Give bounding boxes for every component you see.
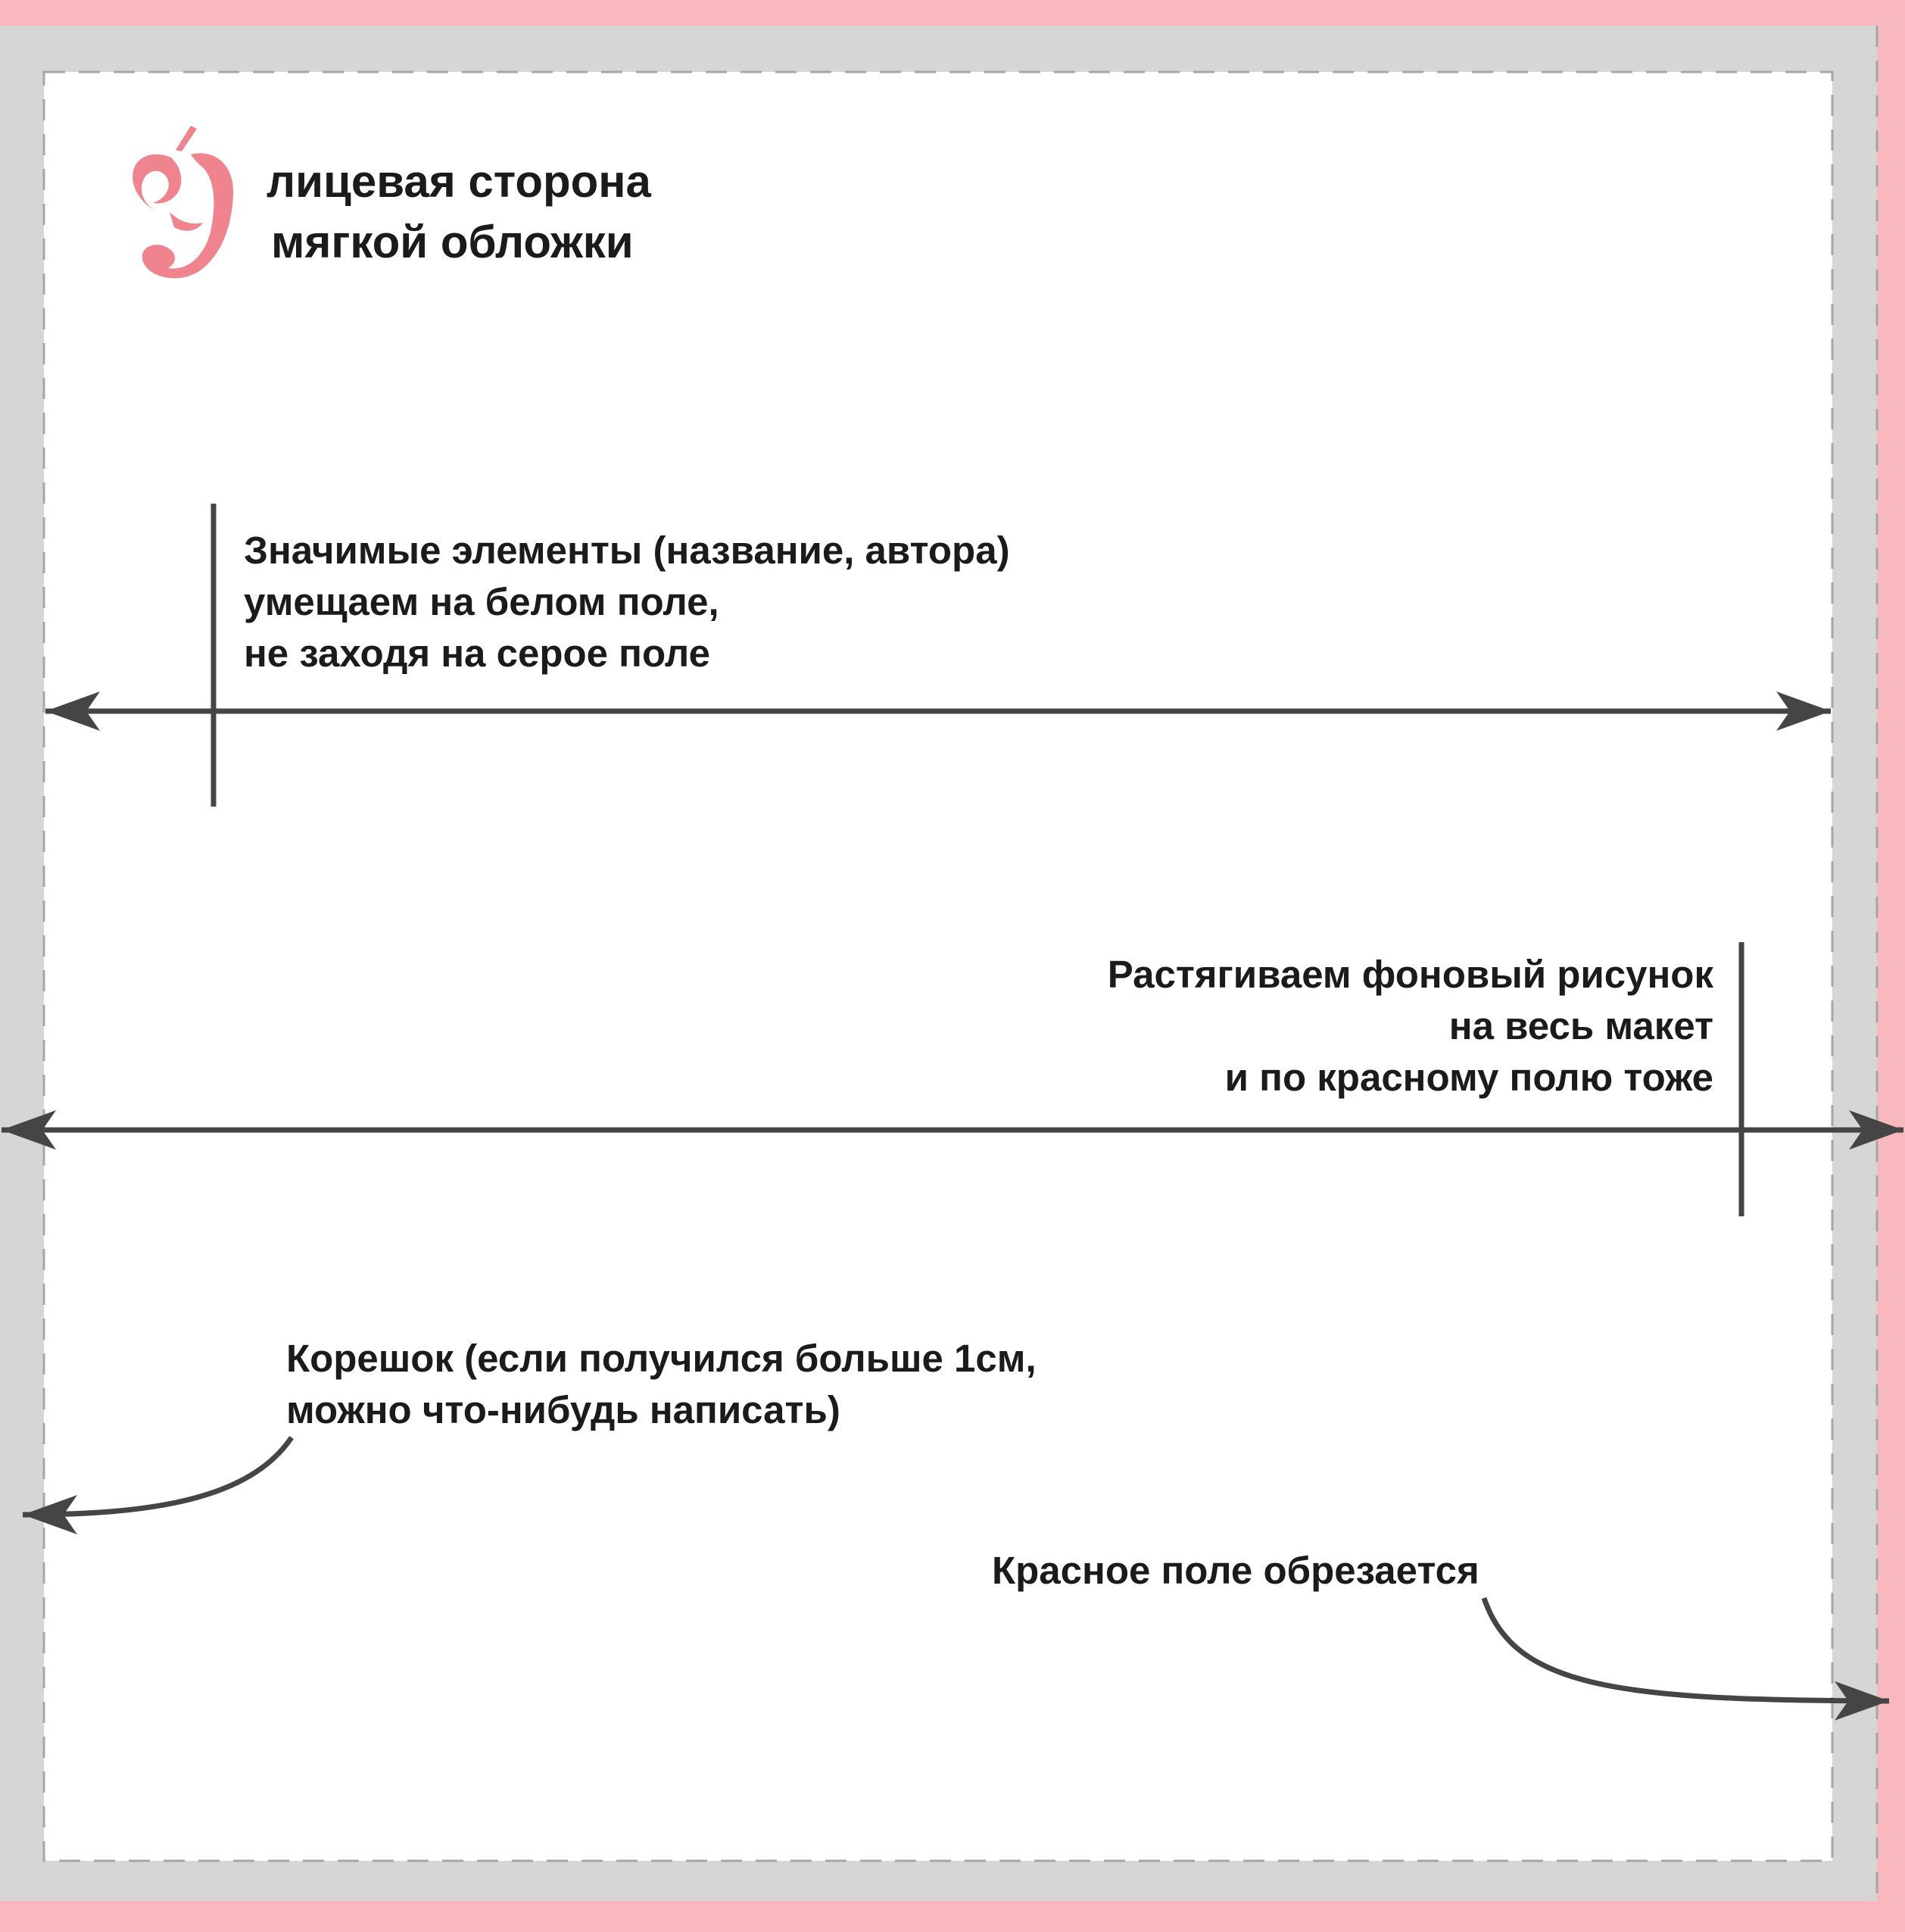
background-note-line-3: и по красному полю тоже xyxy=(1224,1056,1713,1099)
spine-note-line-2: можно что-нибудь написать) xyxy=(286,1388,840,1431)
white-safe-field xyxy=(44,72,1832,1861)
trim-note: Красное поле обрезается xyxy=(992,1545,1479,1596)
title-line-2: мягкой обложки xyxy=(271,217,634,267)
safe-zone-note-line-3: не заходя на серое поле xyxy=(244,632,710,675)
spine-note: Корешок (если получился больше 1см, можн… xyxy=(286,1333,1037,1436)
title-line-1: лицевая сторона xyxy=(267,156,651,207)
trim-note-line-1: Красное поле обрезается xyxy=(992,1549,1479,1592)
page-title: лицевая сторона мягкой обложки xyxy=(267,151,651,273)
trim-curved-arrow xyxy=(1481,1596,1890,1721)
stylized-letter-u-logo-icon xyxy=(133,126,234,279)
safe-zone-note: Значимые элементы (название, автора) уме… xyxy=(244,525,1010,679)
background-note: Растягиваем фоновый рисунок на весь маке… xyxy=(1108,949,1713,1103)
safe-zone-note-line-1: Значимые элементы (название, автора) xyxy=(244,529,1010,572)
safe-zone-note-line-2: умещаем на белом поле, xyxy=(244,580,719,623)
spine-note-line-1: Корешок (если получился больше 1см, xyxy=(286,1337,1037,1380)
background-note-line-2: на весь макет xyxy=(1448,1004,1713,1047)
background-note-line-1: Растягиваем фоновый рисунок xyxy=(1107,953,1713,996)
spine-curved-arrow xyxy=(22,1436,294,1534)
safe-zone-dashed-border xyxy=(42,70,1834,1862)
